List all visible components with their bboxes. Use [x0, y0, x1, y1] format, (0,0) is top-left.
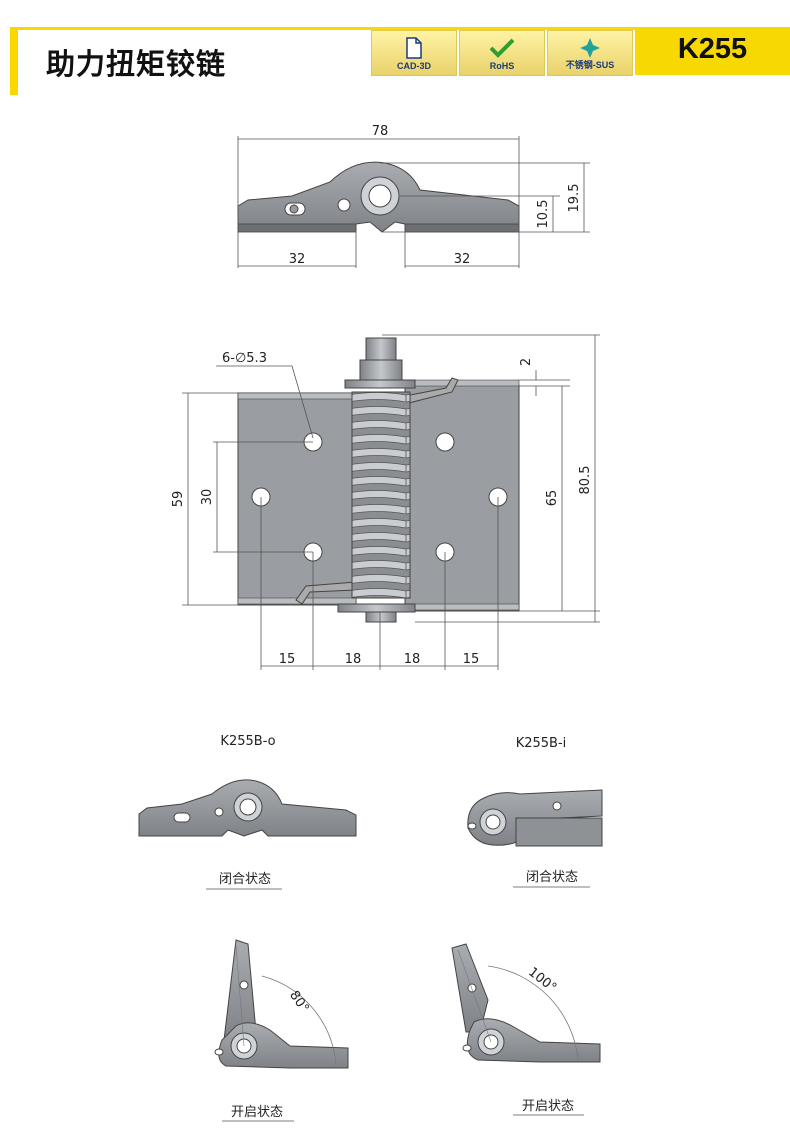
- variant-outer-name: K255B-o: [220, 734, 275, 749]
- header-bar: 助力扭矩铰链 CAD-3D RoHS 不锈钢-SUS K255: [10, 27, 790, 95]
- caption-inner-open: 开启状态: [522, 1099, 574, 1114]
- sparkle-star-icon: [580, 38, 600, 58]
- badge-stainless-steel[interactable]: 不锈钢-SUS: [547, 30, 633, 76]
- dim-hole-pitch-v: 30: [200, 489, 215, 506]
- dim-total-height: 19.5: [567, 184, 582, 213]
- checkmark-icon: [489, 38, 515, 58]
- angle-label-outer: 80°: [286, 988, 312, 1015]
- variant-inner-open: 100° 开启状态: [451, 943, 601, 1116]
- variant-inner-name: K255B-i: [516, 736, 567, 751]
- header-accent-bar: [10, 27, 18, 95]
- badge-cad-3d[interactable]: CAD-3D: [371, 30, 457, 76]
- dim-left-span: 32: [289, 252, 306, 267]
- dim-h-3: 18: [404, 652, 421, 667]
- torsion-spring-coil: [351, 391, 411, 599]
- dim-pivot-height: 10.5: [536, 200, 551, 229]
- header-top-line: [10, 27, 790, 30]
- badge-label: RoHS: [489, 61, 515, 71]
- dim-overall-height: 80.5: [578, 466, 593, 495]
- document-icon: [406, 37, 422, 59]
- variant-inner-closed: K255B-i 闭合状态: [467, 736, 603, 888]
- dim-nut-offset: 2: [519, 358, 534, 366]
- badge-strip: CAD-3D RoHS 不锈钢-SUS: [371, 30, 635, 76]
- front-view: 6-∅5.3 59 30 65 80.5 2 15 18 18 15: [171, 334, 600, 670]
- dim-body-height: 65: [545, 490, 560, 507]
- dim-overall-width: 78: [372, 124, 389, 139]
- model-number: K255: [677, 33, 748, 65]
- variant-outer-open: 80° 开启状态: [214, 939, 349, 1122]
- dim-h-2: 18: [345, 652, 362, 667]
- dim-right-span: 32: [454, 252, 471, 267]
- caption-inner-closed: 闭合状态: [526, 870, 578, 885]
- caption-outer-closed: 闭合状态: [219, 872, 271, 887]
- dim-hole-callout: 6-∅5.3: [222, 351, 267, 366]
- dim-h-1: 15: [279, 652, 296, 667]
- dim-leaf-height: 59: [171, 491, 186, 508]
- top-view: 78 32 32 10.5 19.5: [237, 124, 590, 268]
- model-box: K255: [635, 27, 790, 75]
- dim-h-4: 15: [463, 652, 480, 667]
- variant-outer-closed: K255B-o 闭合状态: [138, 734, 357, 890]
- angle-label-inner: 100°: [525, 965, 559, 996]
- caption-outer-open: 开启状态: [231, 1105, 283, 1120]
- page-title: 助力扭矩铰链: [46, 47, 227, 81]
- badge-rohs[interactable]: RoHS: [459, 30, 545, 76]
- badge-label: 不锈钢-SUS: [565, 60, 615, 70]
- badge-label: CAD-3D: [396, 61, 431, 71]
